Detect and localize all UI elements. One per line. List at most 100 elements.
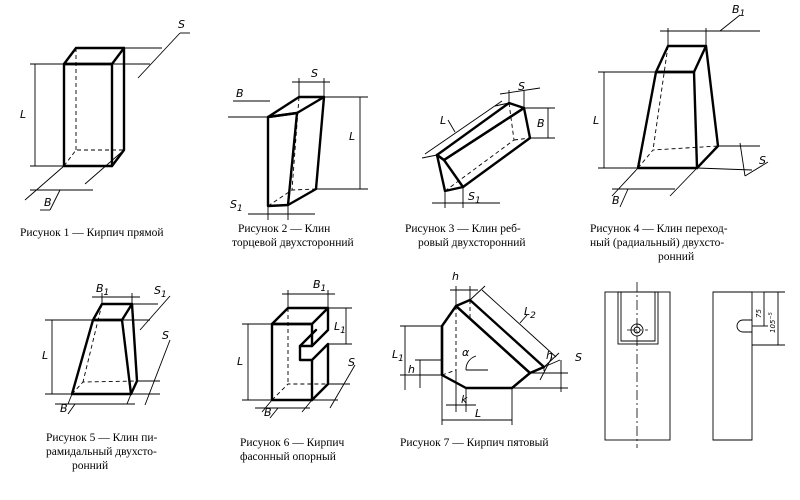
- dimension-b: B: [228, 87, 270, 118]
- caption-fig-3-line-2: ровый двухсторонний: [418, 237, 526, 249]
- figure-8-socket-brick: 75 105−5: [604, 282, 785, 448]
- label-b: B: [60, 402, 68, 415]
- dimension-s1: S1: [230, 198, 315, 220]
- figure-6-support-brick: B1 L1 L S B Рисунок 6 — Кирпич ф: [237, 278, 356, 463]
- dimension-b: B: [55, 393, 135, 415]
- label-l: L: [42, 349, 48, 362]
- caption-fig-2-line-1: Рисунок 2 — Клин: [238, 223, 330, 235]
- dimension-l: L: [42, 319, 93, 395]
- figure-7-skewback-brick: h L2 L1 h α h: [392, 270, 582, 449]
- dimension-b: B: [255, 399, 313, 419]
- label-s: S: [178, 18, 185, 31]
- label-l: L: [593, 114, 599, 127]
- dimension-h-top: h: [450, 270, 478, 306]
- dimension-s: S: [499, 80, 541, 108]
- label-l: L: [20, 108, 26, 121]
- label-l: L: [349, 130, 355, 143]
- label-b: B: [537, 117, 545, 130]
- label-s: S: [348, 356, 355, 369]
- label-b: B: [236, 87, 244, 100]
- label-h-right: h: [546, 349, 553, 362]
- dimension-l: L: [421, 100, 510, 159]
- figure-2-end-wedge: B S L S1 Рисунок 2 — Клин торцевой двухс…: [228, 67, 368, 249]
- caption-fig-6-line-1: Рисунок 6 — Кирпич: [240, 437, 345, 449]
- label-h-top: h: [452, 270, 459, 283]
- edge-wedge-drawing: [435, 101, 532, 193]
- dimension-s: S: [512, 351, 582, 392]
- caption-fig-4-line-2: ный (радиальный) двухсто-: [590, 237, 724, 249]
- label-b1: B1: [313, 278, 326, 294]
- figure-4-radial-wedge: B1 L S B Рисунок 4 — Клин переход- ный (…: [590, 3, 769, 263]
- label-b1: B1: [732, 3, 745, 19]
- label-75: 75: [755, 309, 763, 318]
- caption-fig-7: Рисунок 7 — Кирпич пятовый: [400, 437, 549, 449]
- support-brick-drawing: [270, 306, 330, 402]
- dimension-l: L: [441, 375, 513, 425]
- dimension-h-left: h: [408, 359, 442, 388]
- dimension-l1: L1: [328, 307, 352, 345]
- radial-wedge-drawing: [636, 44, 720, 170]
- caption-fig-4-line-3: ронний: [658, 251, 694, 263]
- label-b: B: [264, 406, 272, 419]
- pyramidal-wedge-drawing: [70, 302, 139, 396]
- dimension-b1: B1: [282, 278, 335, 308]
- label-k: k: [461, 393, 468, 406]
- label-l1: L1: [392, 348, 404, 364]
- dimension-h-right: h: [529, 349, 561, 381]
- caption-fig-5-line-1: Рисунок 5 — Клин пи-: [46, 432, 158, 444]
- socket-hole: [630, 323, 644, 337]
- dimension-b1: B1: [92, 282, 140, 304]
- dimension-k: k: [446, 370, 476, 412]
- dimension-b: B: [611, 167, 698, 208]
- dimension-s: S: [312, 356, 356, 409]
- dimension-l: L: [237, 323, 272, 401]
- front-view: [604, 282, 671, 448]
- label-s: S: [759, 154, 766, 167]
- label-l2: L2: [524, 305, 536, 321]
- caption-fig-1: Рисунок 1 — Кирпич прямой: [20, 227, 164, 239]
- dimension-s: S: [292, 67, 330, 97]
- dimension-s1: S1: [122, 284, 171, 331]
- dimension-s: S: [696, 142, 769, 177]
- label-h-left: h: [408, 363, 415, 376]
- dimension-s: S: [112, 18, 190, 79]
- label-s1: S1: [154, 284, 167, 300]
- label-l: L: [440, 114, 446, 127]
- figure-1-straight-brick: L S B Рисунок 1 — Кирпич прямой: [20, 18, 190, 239]
- dimension-s: S: [131, 329, 171, 406]
- dimension-l: L: [593, 71, 656, 169]
- label-b: B: [612, 194, 620, 207]
- dimension-l: L: [316, 96, 368, 190]
- dimension-l1: L1: [392, 325, 442, 390]
- angle-alpha: α: [462, 346, 488, 371]
- label-b: B: [44, 196, 52, 209]
- label-s1: S1: [468, 190, 481, 206]
- dimension-105: 105−5: [752, 291, 785, 346]
- label-s: S: [518, 80, 525, 93]
- dimension-l: L: [20, 63, 64, 167]
- figure-3-edge-wedge: L S B S1 Рисунок 3 — Клин реб- ровый дву…: [405, 80, 555, 249]
- caption-fig-3-line-1: Рисунок 3 — Клин реб-: [405, 223, 521, 235]
- label-s: S: [575, 351, 582, 364]
- dimension-75: 75: [752, 291, 768, 327]
- dimension-b: B: [524, 107, 555, 139]
- caption-fig-2-line-2: торцевой двухсторонний: [232, 237, 354, 249]
- dimension-b: B: [24, 149, 125, 211]
- dimension-s1: S1: [432, 187, 500, 208]
- caption-fig-4-line-1: Рисунок 4 — Клин переход-: [590, 223, 728, 235]
- caption-fig-5-line-3: ронний: [72, 460, 108, 472]
- section-view: [712, 291, 753, 441]
- label-s1: S1: [230, 198, 243, 214]
- label-s: S: [162, 329, 169, 342]
- label-l1: L1: [334, 320, 346, 336]
- figure-5-pyramidal-wedge: B1 S1 L S B Рисунок 5 — Клин пи-: [42, 282, 171, 472]
- caption-fig-5-line-2: рамидальный двухсто-: [46, 446, 157, 458]
- caption-fig-6-line-2: фасонный опорный: [240, 451, 336, 463]
- straight-brick-drawing: [62, 46, 126, 168]
- label-l: L: [475, 407, 481, 420]
- end-wedge-drawing: [266, 95, 326, 208]
- label-b1: B1: [96, 282, 109, 298]
- label-l: L: [237, 355, 243, 368]
- dimension-b1: B1: [660, 3, 760, 46]
